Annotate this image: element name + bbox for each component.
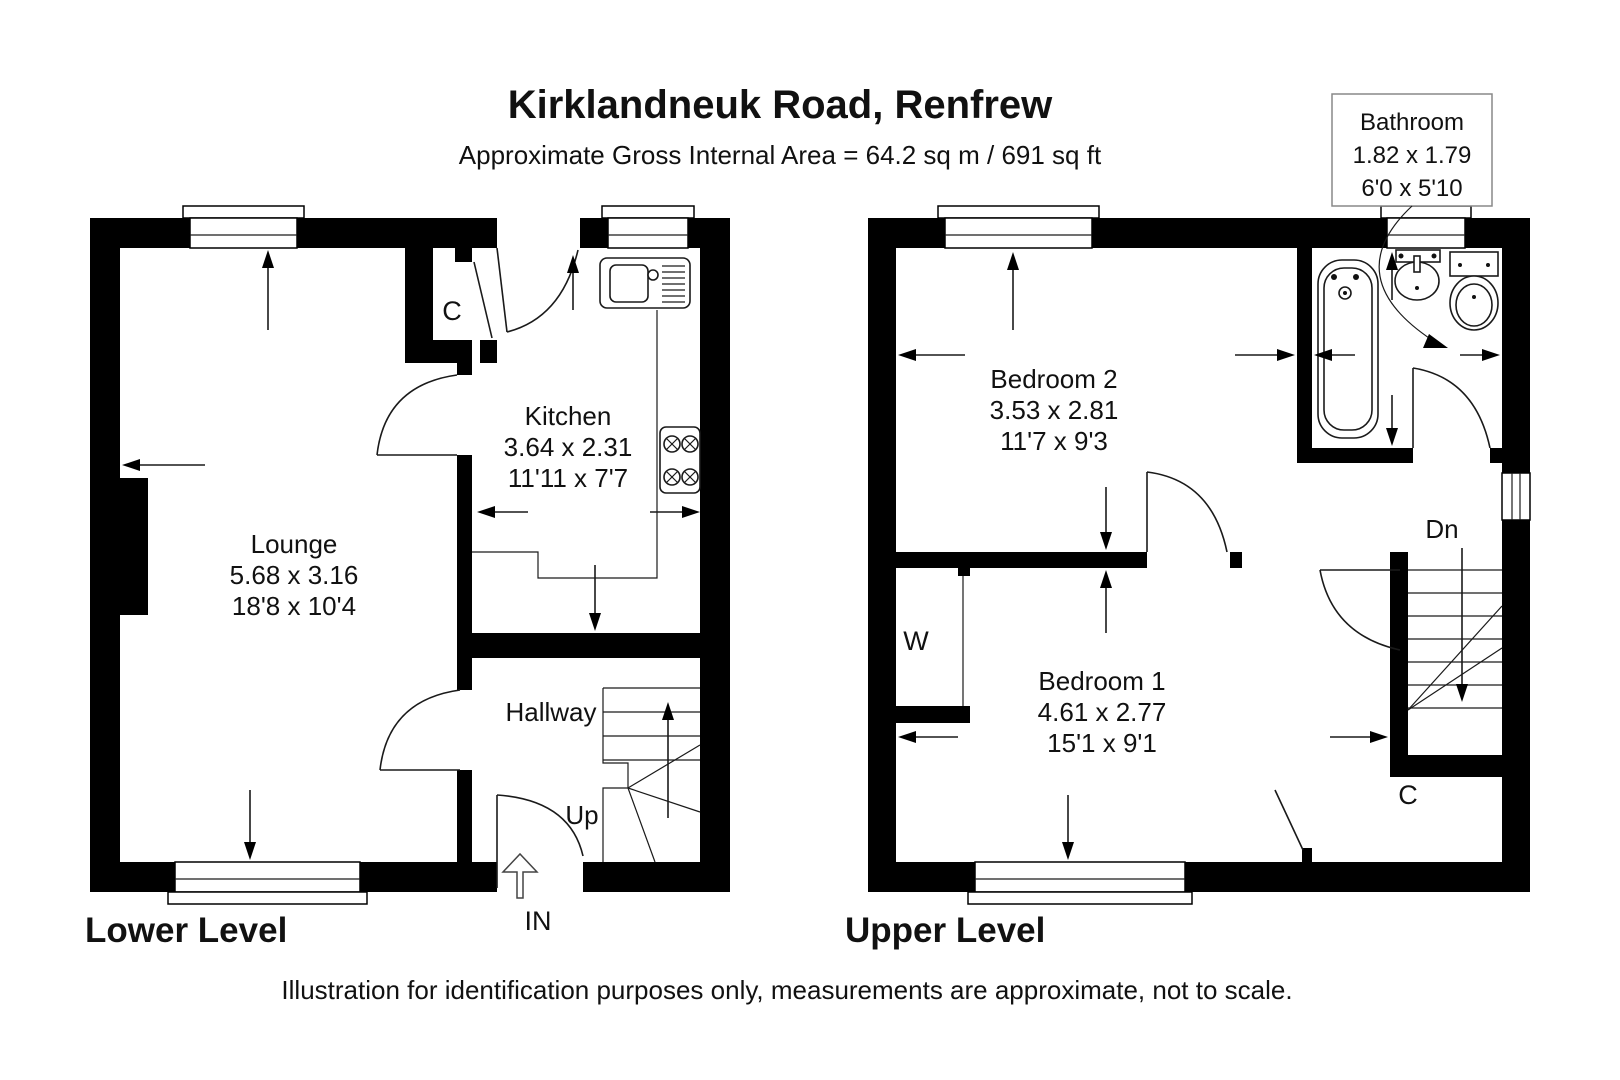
kitchen-sink-icon [599,257,691,309]
bathroom-metric: 1.82 x 1.79 [1353,142,1472,169]
bedroom2-imperial: 11'7 x 9'3 [1000,426,1108,456]
lounge-imperial: 18'8 x 10'4 [232,591,356,621]
lower-level-walls [90,218,730,892]
upper-level-doors [962,367,1491,851]
upper-level-walls [868,218,1530,892]
bathroom-imperial: 6'0 x 5'10 [1361,175,1462,202]
kitchen-label: Kitchen [525,401,612,431]
lounge-label: Lounge [251,529,338,559]
upper-closet-label: C [1398,780,1418,810]
kitchen-imperial: 11'11 x 7'7 [508,463,628,493]
entrance-label: IN [525,906,552,936]
upper-level-title: Upper Level [845,911,1045,950]
entrance-arrow-icon [501,852,539,899]
bedroom1-metric: 4.61 x 2.77 [1038,697,1167,727]
kitchen-metric: 3.64 x 2.31 [504,432,633,462]
kitchen-counter [472,310,658,579]
lower-stairs [602,687,701,863]
bedroom2-label: Bedroom 2 [990,364,1117,394]
bedroom2-metric: 3.53 x 2.81 [990,395,1119,425]
bathroom-callout-leader [1378,205,1433,341]
upper-dimension-arrows [898,252,1500,860]
bathroom-callout-box [1331,93,1493,207]
upper-stairs [1407,548,1503,711]
lower-closet-label: C [442,296,462,326]
stairs-up-label: Up [565,800,598,830]
bedroom1-label: Bedroom 1 [1038,666,1165,696]
bathtub-icon [1317,259,1379,439]
bathroom-sink-icon [1394,249,1441,301]
lower-dimension-arrows [122,250,700,860]
toilet-icon [1449,251,1499,331]
wardrobe-label: W [903,626,929,656]
disclaimer-text: Illustration for identification purposes… [281,975,1292,1005]
lounge-metric: 5.68 x 3.16 [230,560,359,590]
page-subtitle: Approximate Gross Internal Area = 64.2 s… [459,140,1102,170]
bedroom1-imperial: 15'1 x 9'1 [1047,728,1157,758]
bathroom-callout-arrowhead [1423,334,1448,348]
upper-level-openings [937,205,1531,905]
page-title: Kirklandneuk Road, Renfrew [508,83,1053,127]
bathroom-label: Bathroom [1360,109,1464,136]
lower-level-title: Lower Level [85,911,287,950]
hallway-label: Hallway [505,697,596,727]
stairs-down-label: Dn [1425,514,1458,544]
hob-icon [659,426,701,494]
